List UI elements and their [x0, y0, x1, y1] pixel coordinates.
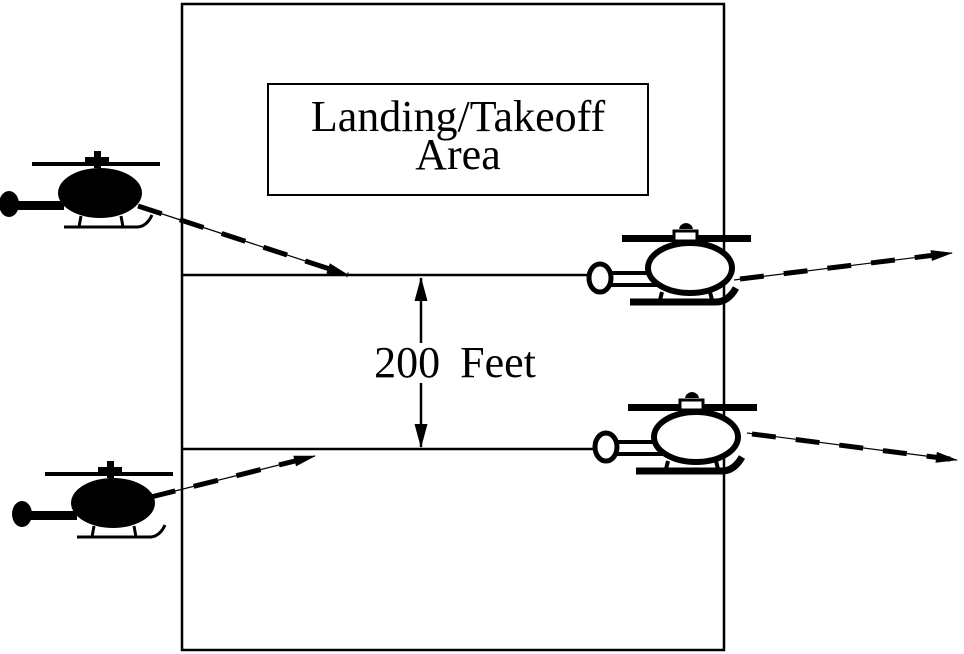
separation-label: 200 Feet	[374, 338, 536, 387]
flight-path-outbound-top-icon	[733, 250, 953, 282]
landing-takeoff-area-box: Landing/Takeoff Area	[267, 83, 649, 196]
flight-path-inbound-top-icon	[137, 203, 349, 278]
landing-area-label-line2: Area	[415, 129, 501, 179]
helicopter-inbound-top-icon	[0, 149, 162, 229]
helicopter-inbound-bottom-icon	[10, 459, 175, 539]
flight-path-outbound-bottom-icon	[746, 431, 958, 463]
helicopter-outbound-top-icon	[589, 223, 751, 302]
flight-path-inbound-bottom-icon	[150, 453, 316, 500]
heliport-boundary	[180, 2, 726, 652]
landing-area-label-line1: Landing/Takeoff	[310, 91, 606, 141]
helicopter-outbound-bottom-icon	[595, 392, 757, 471]
